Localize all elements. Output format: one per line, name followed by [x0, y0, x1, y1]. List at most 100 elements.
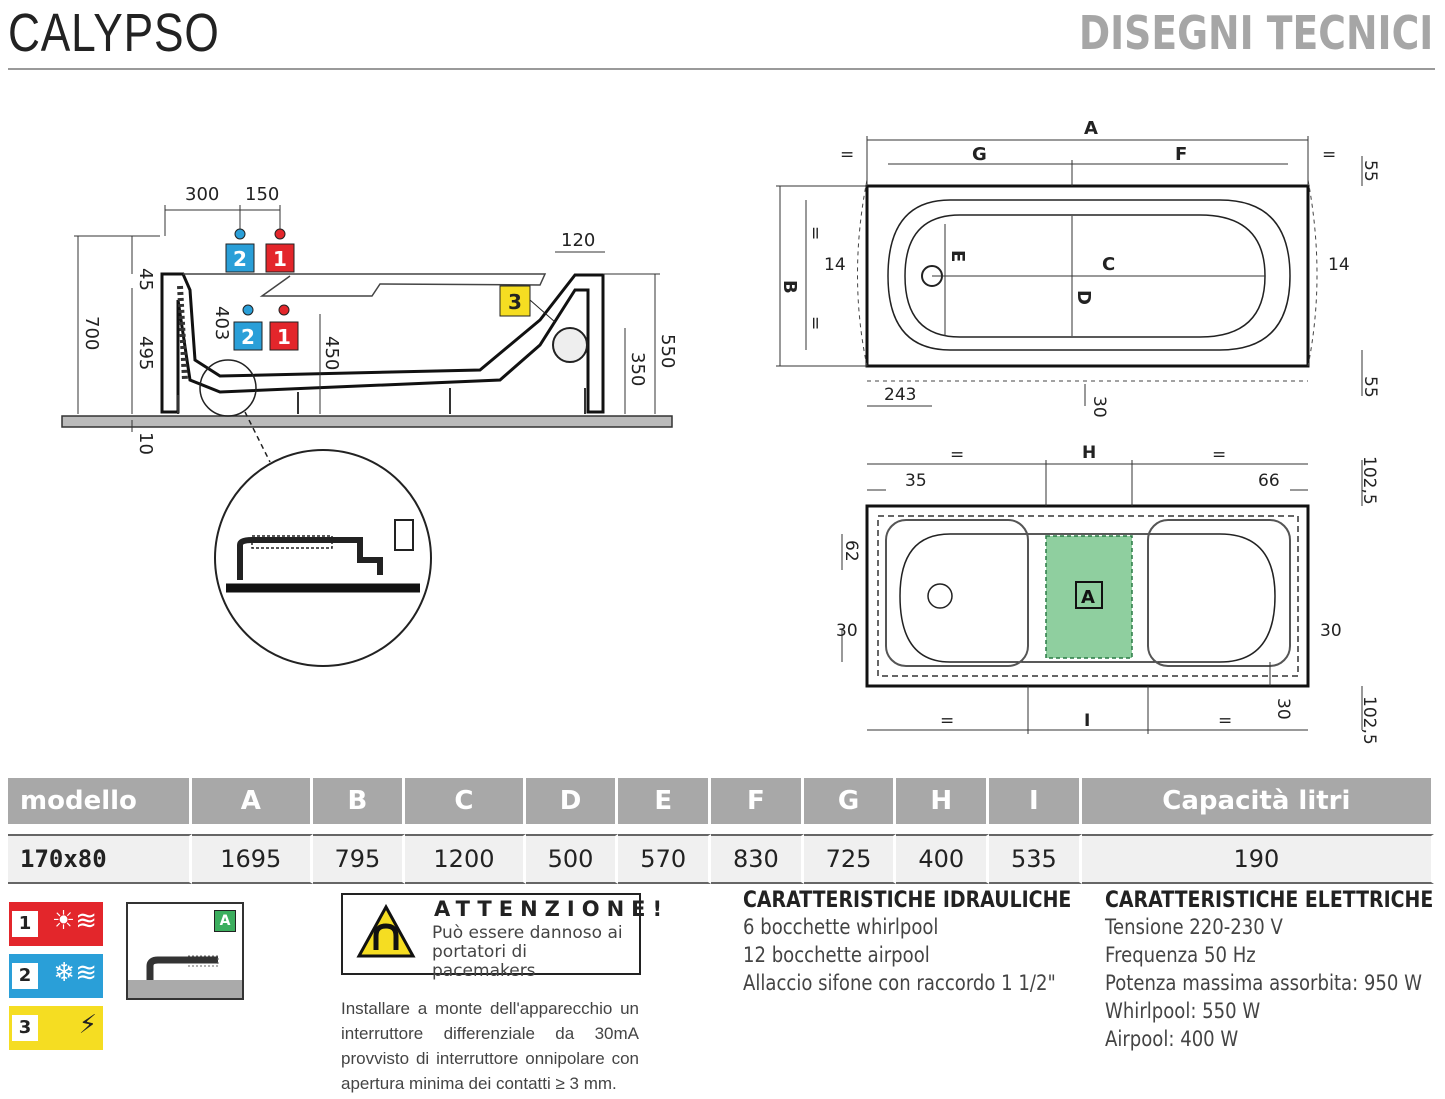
cell-capacita: 190 [1081, 834, 1434, 884]
plan-dims: = = 55 = = 14 14 243 30 55 [805, 145, 1380, 418]
dim-150: 150 [245, 184, 279, 205]
frame-basin [899, 533, 1276, 663]
svg-text:102,5: 102,5 [1359, 456, 1379, 505]
cell-E: 570 [618, 834, 712, 884]
side-markers: 2 1 2 1 3 [225, 228, 556, 351]
electric-line-3: Potenza massima assorbita: 950 W [1105, 971, 1423, 995]
legend-electric: 3 ⚡ [9, 1006, 103, 1050]
page-subtitle: DISEGNI TECNICI [1078, 6, 1433, 60]
legend-drain: A [126, 902, 244, 1000]
svg-text:=: = [1218, 711, 1232, 731]
svg-text:102,5: 102,5 [1359, 696, 1379, 745]
col-B: B [312, 778, 406, 824]
dim-120: 120 [561, 230, 595, 251]
floor [61, 415, 673, 428]
support-frame [885, 519, 1291, 667]
electric-section: CARATTERISTICHE ELETTRICHE Tensione 220-… [1105, 888, 1445, 1053]
warning-text: Può essere dannoso ai portatori di pacem… [432, 923, 623, 981]
tub-legs [177, 388, 586, 414]
spec-table: modello A B C D E F G H I Capacità litri… [8, 778, 1434, 884]
legend-num-3: 3 [12, 1015, 38, 1041]
svg-text:30: 30 [836, 621, 858, 641]
electric-line-5: Airpool: 400 W [1105, 1027, 1239, 1051]
tub-rim [183, 273, 547, 297]
cell-F: 830 [711, 834, 804, 884]
svg-text:30: 30 [1320, 621, 1342, 641]
plan-dimension-lines [776, 136, 1363, 407]
svg-text:14: 14 [1328, 255, 1350, 275]
svg-text:=: = [805, 316, 825, 330]
svg-text:=: = [805, 226, 825, 240]
col-A: A [192, 778, 313, 824]
tub-basin-inner [904, 214, 1266, 338]
spec-table-header: modello A B C D E F G H I Capacità litri [8, 778, 1434, 824]
detail-callout [199, 359, 257, 417]
electric-title: CARATTERISTICHE ELETTRICHE [1105, 888, 1434, 913]
electric-line-4: Whirlpool: 550 W [1105, 999, 1261, 1023]
cell-H: 400 [896, 834, 990, 884]
svg-text:=: = [1212, 445, 1226, 465]
hydraulic-section: CARATTERISTICHE IDRAULICHE 6 bocchette w… [743, 888, 1125, 997]
dim-10: 10 [135, 432, 156, 455]
hydraulic-line-3: Allaccio sifone con raccordo 1 1/2" [743, 971, 1056, 995]
header-divider [8, 68, 1435, 70]
tub-panel-hatch [177, 285, 188, 381]
side-dimension-lines [74, 205, 660, 432]
page-title: CALYPSO [8, 3, 220, 63]
letter-E: E [947, 250, 968, 262]
dim-45: 45 [135, 268, 156, 291]
dim-300: 300 [185, 184, 219, 205]
dim-495: 495 [135, 336, 156, 370]
svg-text:35: 35 [905, 471, 927, 491]
plan-letters: A G F B C D E [779, 118, 1187, 305]
marker-cold-top: 2 [233, 247, 247, 271]
svg-text:66: 66 [1258, 471, 1280, 491]
col-E: E [618, 778, 712, 824]
legend-num-2: 2 [12, 963, 38, 989]
col-H: H [896, 778, 990, 824]
electric-line-1: Tensione 220-230 V [1105, 915, 1283, 939]
col-G: G [803, 778, 897, 824]
top-views-drawing: A G F B C D E = = 55 = = 14 14 243 30 55… [776, 118, 1380, 745]
table-row: 170x80 1695 795 1200 500 570 830 725 400… [8, 834, 1434, 884]
dim-700: 700 [81, 316, 102, 350]
legend-cold-water: 2 ❄≋ [9, 954, 103, 998]
svg-text:14: 14 [824, 255, 846, 275]
cell-D: 500 [525, 834, 619, 884]
drain-area-marker [1075, 581, 1103, 609]
marker-cold-low: 2 [241, 325, 255, 349]
svg-text:=: = [840, 145, 854, 165]
warning-title: ATTENZIONE! [434, 897, 670, 921]
svg-text:243: 243 [884, 385, 916, 405]
svg-text:55: 55 [1360, 376, 1380, 398]
letter-F: F [1175, 144, 1187, 165]
svg-text:30: 30 [1089, 396, 1109, 418]
install-note: Installare a monte dell'apparecchio un i… [341, 999, 639, 1093]
frame-drain-hole [927, 583, 953, 609]
letter-A: A [1084, 118, 1098, 139]
cell-B: 795 [312, 834, 406, 884]
hot-water-icon: ☀≋ [51, 906, 97, 936]
svg-text:I: I [1084, 711, 1090, 731]
dim-403: 403 [211, 306, 232, 340]
col-modello: modello [8, 778, 192, 824]
warning-box [341, 893, 641, 975]
col-capacita: Capacità litri [1081, 778, 1434, 824]
letter-B: B [779, 280, 800, 294]
cell-G: 725 [803, 834, 897, 884]
svg-text:=: = [940, 711, 954, 731]
tub-profile [160, 272, 605, 414]
frame-dims: H I = = 35 66 102,5 62 30 30 = = 30 102,… [836, 443, 1379, 745]
side-view-drawing: 300 150 120 45 700 495 403 450 550 350 1… [61, 184, 678, 667]
detail-leader [244, 411, 271, 463]
svg-text:H: H [1082, 443, 1096, 463]
drain-hose [251, 535, 333, 549]
hydraulic-line-1: 6 bocchette whirlpool [743, 915, 939, 939]
hydraulic-line-2: 12 bocchette airpool [743, 943, 930, 967]
letter-G: G [972, 144, 987, 165]
cell-I: 535 [989, 834, 1082, 884]
col-F: F [711, 778, 804, 824]
cell-A: 1695 [192, 834, 313, 884]
drain-pipe [237, 537, 383, 580]
hydraulic-title: CARATTERISTICHE IDRAULICHE [743, 888, 1072, 913]
